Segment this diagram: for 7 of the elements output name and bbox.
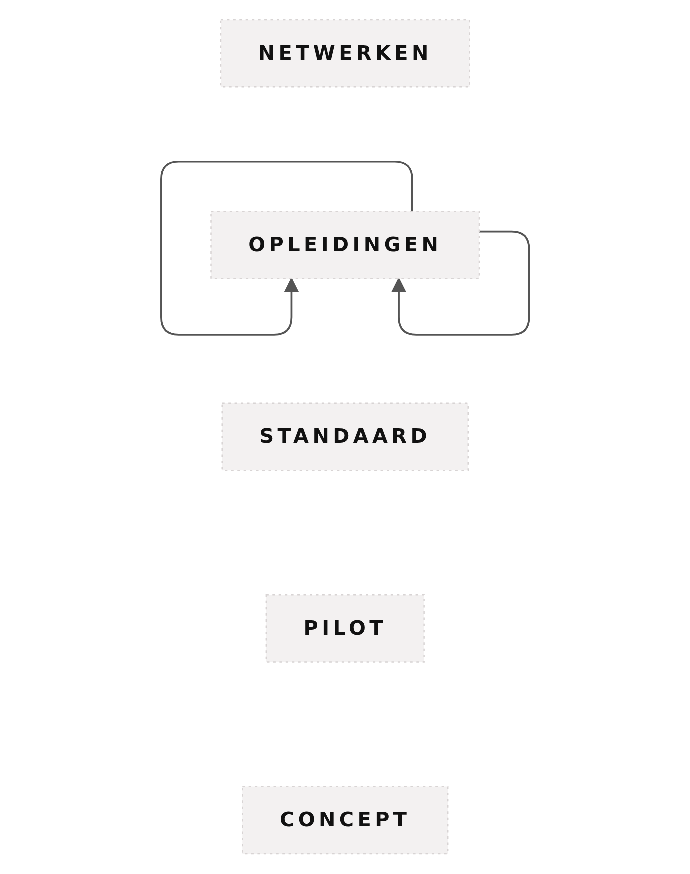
node-box: NETWERKEN [220,19,470,88]
arrow [160,160,413,336]
node-box: OPLEIDINGEN [210,211,480,280]
node-box: PILOT [265,594,425,663]
node-box: CONCEPT [242,786,448,855]
arrow [391,230,530,336]
node-box: STANDAARD [221,402,469,472]
